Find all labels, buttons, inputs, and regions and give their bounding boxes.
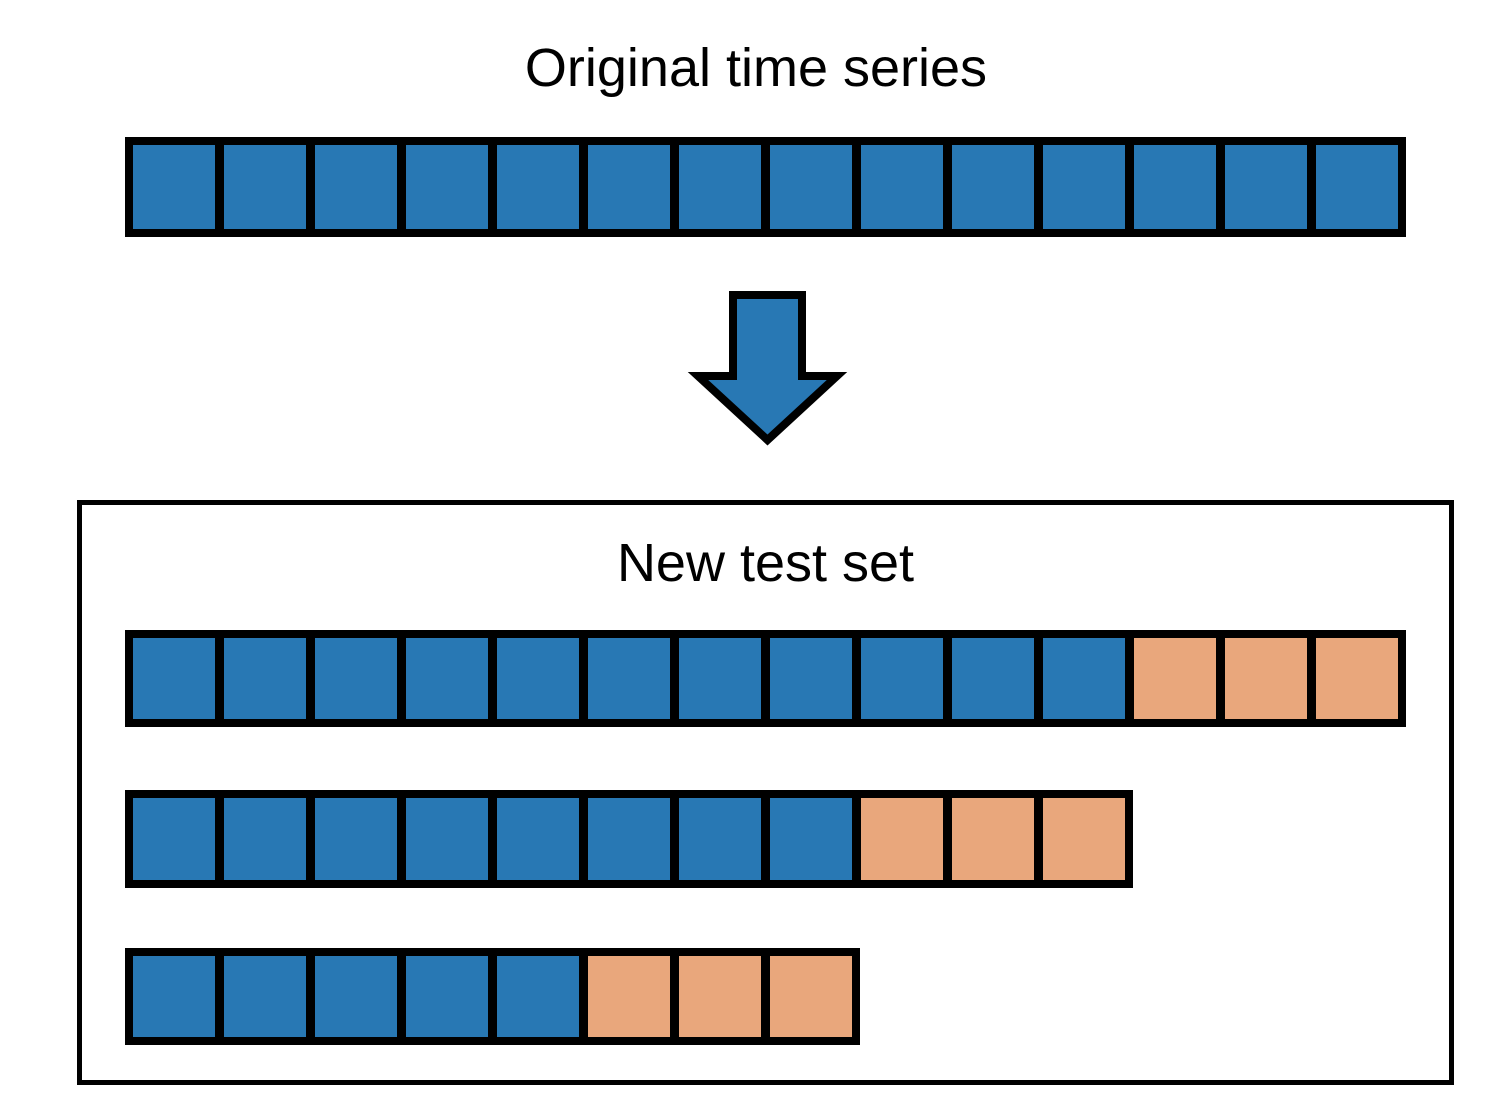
train-cell bbox=[861, 145, 943, 229]
train-cell bbox=[224, 145, 306, 229]
train-cell bbox=[588, 638, 670, 719]
train-cell bbox=[133, 798, 215, 880]
train-cell bbox=[1316, 145, 1398, 229]
train-cell bbox=[224, 956, 306, 1037]
train-cell bbox=[133, 145, 215, 229]
train-cell bbox=[406, 798, 488, 880]
train-cell bbox=[770, 638, 852, 719]
train-cell bbox=[406, 956, 488, 1037]
test-cell bbox=[861, 798, 943, 880]
train-cell bbox=[133, 956, 215, 1037]
test-cell bbox=[1225, 638, 1307, 719]
train-cell bbox=[315, 638, 397, 719]
train-cell bbox=[133, 638, 215, 719]
train-cell bbox=[1134, 145, 1216, 229]
train-cell bbox=[679, 798, 761, 880]
train-cell bbox=[497, 798, 579, 880]
train-cell bbox=[861, 638, 943, 719]
train-cell bbox=[588, 798, 670, 880]
test-cell bbox=[1043, 798, 1125, 880]
train-cell bbox=[315, 956, 397, 1037]
down-arrow-icon bbox=[687, 291, 848, 446]
test-set-row-2 bbox=[125, 790, 1133, 888]
train-cell bbox=[406, 145, 488, 229]
original-series-bar bbox=[125, 137, 1406, 237]
test-cell bbox=[1316, 638, 1398, 719]
train-cell bbox=[770, 145, 852, 229]
train-cell bbox=[315, 145, 397, 229]
train-cell bbox=[497, 145, 579, 229]
test-set-row-3 bbox=[125, 948, 860, 1045]
train-cell bbox=[952, 638, 1034, 719]
test-cell bbox=[679, 956, 761, 1037]
test-cell bbox=[952, 798, 1034, 880]
train-cell bbox=[224, 798, 306, 880]
test-cell bbox=[770, 956, 852, 1037]
train-cell bbox=[1225, 145, 1307, 229]
train-cell bbox=[315, 798, 397, 880]
train-cell bbox=[497, 638, 579, 719]
train-cell bbox=[1043, 638, 1125, 719]
original-series-title: Original time series bbox=[524, 38, 988, 98]
test-set-box: New test set bbox=[77, 500, 1454, 1085]
test-set-title: New test set bbox=[616, 533, 915, 593]
test-set-row-1 bbox=[125, 630, 1406, 727]
test-cell bbox=[588, 956, 670, 1037]
train-cell bbox=[406, 638, 488, 719]
train-cell bbox=[770, 798, 852, 880]
train-cell bbox=[224, 638, 306, 719]
train-cell bbox=[1043, 145, 1125, 229]
train-cell bbox=[952, 145, 1034, 229]
train-cell bbox=[588, 145, 670, 229]
test-cell bbox=[1134, 638, 1216, 719]
train-cell bbox=[679, 638, 761, 719]
train-cell bbox=[497, 956, 579, 1037]
train-cell bbox=[679, 145, 761, 229]
